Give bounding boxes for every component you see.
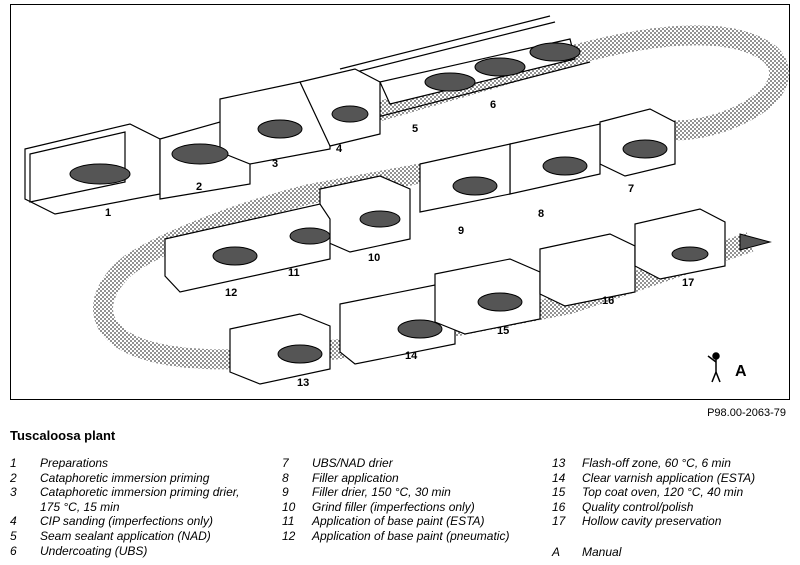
- legend-text: Clear varnish application (ESTA): [582, 470, 756, 485]
- stage-label: 13: [297, 377, 309, 389]
- stage-label: 4: [336, 143, 343, 155]
- legend-number: 15: [552, 485, 566, 500]
- rail-lines: [339, 15, 591, 120]
- legend-number: 13: [552, 456, 566, 470]
- legend-item-continuation: 175 °C, 15 min: [40, 499, 120, 514]
- legend-number: A: [552, 545, 561, 559]
- legend-number: 10: [282, 499, 296, 514]
- legend-column-3: 13 Flash-off zone, 60 °C, 6 min 14 Clear v…: [552, 456, 755, 529]
- legend-text: Top coat oven, 120 °C, 40 min: [582, 485, 744, 500]
- legend-item: 8 Filler application: [282, 471, 509, 486]
- stage-label: 6: [490, 99, 496, 111]
- car-bodies-middle: [212, 139, 668, 266]
- car-bodies-top: [69, 42, 581, 185]
- legend-text: Manual: [582, 545, 622, 559]
- legend-number: 11: [282, 514, 295, 529]
- legend-item: 2 Cataphoretic immersion priming: [10, 471, 239, 486]
- legend-text: Filler application: [312, 470, 399, 485]
- legend-text: Seam sealant application (NAD): [40, 528, 211, 543]
- legend-text: Undercoating (UBS): [40, 543, 148, 558]
- paint-line-diagram: A 1 2 3 4 5 6 7 8 9 10 11 12 13 14 15 16…: [10, 4, 790, 400]
- legend-column-2: 7 UBS/NAD drier 8 Filler application 9 Fill…: [282, 456, 509, 544]
- flow-arrow-icon: [739, 233, 772, 251]
- legend-text: Hollow cavity preservation: [582, 514, 722, 529]
- legend-item: 4 CIP sanding (imperfections only): [10, 514, 239, 529]
- legend-item: 5 Seam sealant application (NAD): [10, 529, 239, 544]
- legend-text: Cataphoretic immersion priming: [40, 470, 210, 485]
- legend-text: Quality control/polish: [582, 499, 694, 514]
- legend-number: 17: [552, 514, 566, 529]
- legend-number: 2: [10, 470, 17, 485]
- legend-text: Preparations: [40, 456, 109, 470]
- booth-row-bottom: [229, 208, 726, 385]
- legend-item: 11 Application of base paint (ESTA): [282, 514, 509, 529]
- stage-label: 7: [628, 183, 634, 195]
- legend-item-manual: A Manual: [552, 545, 621, 559]
- stage-label: 3: [272, 158, 278, 170]
- legend-number: 4: [10, 514, 17, 529]
- legend-text: Application of base paint (ESTA): [312, 514, 485, 529]
- stage-label: 15: [497, 325, 509, 337]
- manual-marker: A: [735, 363, 747, 380]
- legend-text: Application of base paint (pneumatic): [312, 528, 510, 543]
- legend-text: Filler drier, 150 °C, 30 min: [312, 485, 451, 500]
- stage-label: 12: [225, 287, 237, 299]
- legend-number: 14: [552, 470, 566, 485]
- legend-item: 10 Grind filler (imperfections only): [282, 500, 509, 515]
- stage-label: 11: [288, 267, 300, 279]
- figure-title: Tuscaloosa plant: [10, 428, 116, 443]
- stage-label: 2: [196, 181, 202, 193]
- legend-item: 7 UBS/NAD drier: [282, 456, 509, 471]
- legend-item: 1 Preparations: [10, 456, 239, 471]
- conveyor-path: [28, 25, 789, 370]
- legend-text: CIP sanding (imperfections only): [40, 514, 213, 529]
- legend-item: 12 Application of base paint (pneumatic): [282, 529, 509, 544]
- stage-label: 1: [105, 207, 111, 219]
- stage-label: 17: [682, 277, 694, 289]
- legend-number: 1: [10, 456, 17, 470]
- stage-label: 9: [458, 225, 464, 237]
- legend-item: 17 Hollow cavity preservation: [552, 514, 755, 529]
- stage-label: 14: [405, 350, 418, 362]
- stage-label: 5: [412, 123, 418, 135]
- legend-number: 6: [10, 543, 17, 558]
- legend-item: 16 Quality control/polish: [552, 500, 755, 515]
- legend-item: 9 Filler drier, 150 °C, 30 min: [282, 485, 509, 500]
- legend-item: 6 Undercoating (UBS): [10, 544, 239, 559]
- legend-text: Grind filler (imperfections only): [312, 499, 475, 514]
- legend-item: 14 Clear varnish application (ESTA): [552, 471, 755, 486]
- car-bodies-bottom: [277, 246, 709, 364]
- legend-text: UBS/NAD drier: [312, 456, 393, 470]
- legend-number: 7: [282, 456, 289, 470]
- legend-item: 3 Cataphoretic immersion priming drier,: [10, 485, 239, 500]
- stage-label: 16: [602, 295, 614, 307]
- stage-labels: 1 2 3 4 5 6 7 8 9 10 11 12 13 14 15 16 1…: [105, 99, 694, 389]
- legend-text: Cataphoretic immersion priming drier,: [40, 485, 240, 500]
- legend-number: 3: [10, 485, 17, 500]
- legend-item: 15 Top coat oven, 120 °C, 40 min: [552, 485, 755, 500]
- legend-number: 8: [282, 470, 289, 485]
- legend-item: 13 Flash-off zone, 60 °C, 6 min: [552, 456, 755, 471]
- legend-number: 9: [282, 485, 289, 500]
- manual-worker-icon: [707, 352, 721, 383]
- stage-label: 8: [538, 208, 544, 220]
- legend-number: 16: [552, 499, 566, 514]
- legend-number: 5: [10, 528, 17, 543]
- stage-label: 10: [368, 252, 380, 264]
- figure-reference: P98.00-2063-79: [707, 407, 786, 419]
- legend-text: Flash-off zone, 60 °C, 6 min: [582, 456, 731, 470]
- legend-number: 12: [282, 528, 296, 543]
